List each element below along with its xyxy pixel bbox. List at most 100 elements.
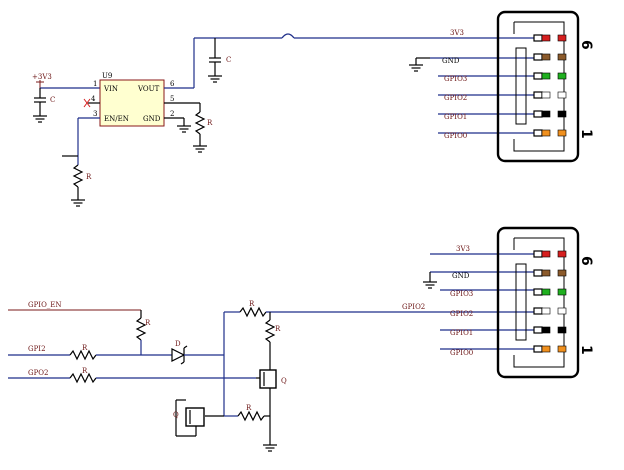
mosfet-right: Q: [256, 369, 287, 416]
input-gpio-en: GPIO_EN: [28, 301, 62, 309]
res-gpi2: [69, 349, 97, 361]
conn-upper-pin-top: 6: [578, 40, 594, 50]
res-pull: [264, 319, 276, 343]
ic-ref: U9: [102, 72, 112, 80]
conn-upper-pin-right-4: [557, 110, 567, 118]
conn-upper-pin-right-2: [557, 72, 567, 80]
conn-upper-wire-color-1: [541, 53, 551, 61]
conn-upper-pin-left-1: [533, 53, 543, 61]
conn-upper-pin-right-1: [557, 53, 567, 61]
conn-lower-pin-right-0: [557, 250, 567, 258]
mosfet-left: Q: [173, 399, 224, 437]
conn-upper-pin-right-3: [557, 91, 567, 99]
conn-upper-wire-color-3: [541, 91, 551, 99]
conn-upper-shell: [496, 10, 580, 163]
conn-lower-pin-right-1: [557, 269, 567, 277]
conn-upper-pin-right-0: [557, 34, 567, 42]
lower-net-3: GPIO2: [450, 310, 473, 318]
mosfet-right-label: Q: [281, 377, 287, 385]
upper-net-1: GND: [442, 57, 460, 65]
res-bot-label: R: [246, 404, 252, 412]
conn-upper-pin-left-4: [533, 110, 543, 118]
ic-pin-gnd: GND: [143, 115, 161, 123]
conn-lower-wire-color-0: [541, 250, 551, 258]
res-fb-label: R: [207, 119, 213, 127]
conn-lower-wire-color-3: [541, 307, 551, 315]
conn-lower-wire-color-5: [541, 345, 551, 353]
res-top-label: R: [249, 300, 255, 308]
conn-lower-key: [515, 263, 527, 341]
lower-net-0: 3V3: [456, 245, 470, 253]
pin-num-1: 1: [93, 80, 97, 88]
input-gpi2: GPI2: [28, 345, 46, 353]
lower-net-1: GND: [452, 272, 470, 280]
conn-lower-shell: [496, 226, 580, 379]
res-pull-label: R: [275, 325, 281, 333]
upper-net-0: 3V3: [450, 29, 464, 37]
connector-lower: 61: [496, 226, 594, 379]
diode-d: D: [171, 340, 188, 365]
conn-upper-pin-bottom: 1: [578, 129, 594, 139]
cap-in-label: C: [50, 96, 55, 104]
res-en-lower: [135, 317, 147, 341]
res-en-label: R: [86, 173, 92, 181]
upper-net-4: GPIO1: [444, 113, 467, 121]
lower-net-4: GPIO1: [450, 329, 473, 337]
conn-lower-pin-bottom: 1: [578, 345, 594, 355]
pin-num-2: 2: [170, 110, 174, 118]
cap-in: C: [32, 88, 55, 123]
upper-net-labels: 3V3 GND GPIO3 GPIO2 GPIO1 GPIO0: [408, 29, 536, 140]
conn-upper-pin-left-0: [533, 34, 543, 42]
res-bot: [237, 410, 265, 422]
wire-crossover: [281, 33, 295, 39]
conn-lower-pin-right-5: [557, 345, 567, 353]
conn-upper-pin-left-2: [533, 72, 543, 80]
lower-net-5: GPIO0: [450, 349, 473, 357]
res-top: [239, 306, 267, 318]
input-gpo2: GPO2: [28, 369, 49, 377]
upper-net-3: GPIO2: [444, 94, 467, 102]
upper-circuit: +3V3 C U9 VIN VOUT EN/EN GND 1 4 3 6 5 2: [32, 10, 594, 207]
lower-net-labels: 3V3 GND GPIO3 GPIO2 GPIO1 GPIO0: [422, 245, 536, 357]
conn-lower-wire-color-4: [541, 326, 551, 334]
mosfet-left-label: Q: [173, 411, 179, 419]
ic-pin-vout: VOUT: [137, 85, 160, 93]
conn-upper-wire-color-5: [541, 129, 551, 137]
regulator-u9: U9 VIN VOUT EN/EN GND 1 4 3 6 5 2: [78, 72, 175, 127]
output-net-label: GPIO2: [402, 303, 425, 311]
res-en-lower-label: R: [145, 319, 151, 327]
upper-net-5: GPIO0: [444, 132, 467, 140]
diode-label: D: [175, 340, 181, 348]
lower-net-2: GPIO3: [450, 290, 473, 298]
lower-circuit: GPIO_EN GPI2 GPO2 R R D R R: [8, 226, 594, 452]
conn-lower-pin-left-4: [533, 326, 543, 334]
conn-upper-pin-left-5: [533, 129, 543, 137]
conn-upper-key: [515, 47, 527, 125]
conn-lower-pin-top: 6: [578, 256, 594, 266]
power-label: +3V3: [32, 73, 52, 81]
conn-lower-wire-color-2: [541, 288, 551, 296]
connector-upper: 61: [496, 10, 594, 163]
conn-lower-pin-left-5: [533, 345, 543, 353]
conn-lower-pin-left-1: [533, 269, 543, 277]
conn-upper-inner: [513, 21, 565, 152]
ic-pin-en: EN/EN: [104, 115, 129, 123]
pin-num-3: 3: [93, 110, 97, 118]
upper-net-2: GPIO3: [444, 75, 467, 83]
cap-out: C: [207, 38, 231, 83]
conn-upper-wire-color-2: [541, 72, 551, 80]
conn-lower-pin-left-0: [533, 250, 543, 258]
conn-upper-wire-color-4: [541, 110, 551, 118]
res-en: R: [62, 118, 92, 207]
conn-upper-pin-right-5: [557, 129, 567, 137]
conn-lower-pin-left-2: [533, 288, 543, 296]
pin-num-6: 6: [170, 80, 175, 88]
res-gpo2: [69, 372, 97, 384]
cap-out-label: C: [226, 56, 231, 64]
ic-pin-vin: VIN: [103, 85, 118, 93]
conn-lower-inner: [513, 237, 565, 368]
pin-num-5: 5: [170, 95, 174, 103]
res-gpi2-label: R: [82, 344, 88, 352]
conn-lower-pin-right-2: [557, 288, 567, 296]
